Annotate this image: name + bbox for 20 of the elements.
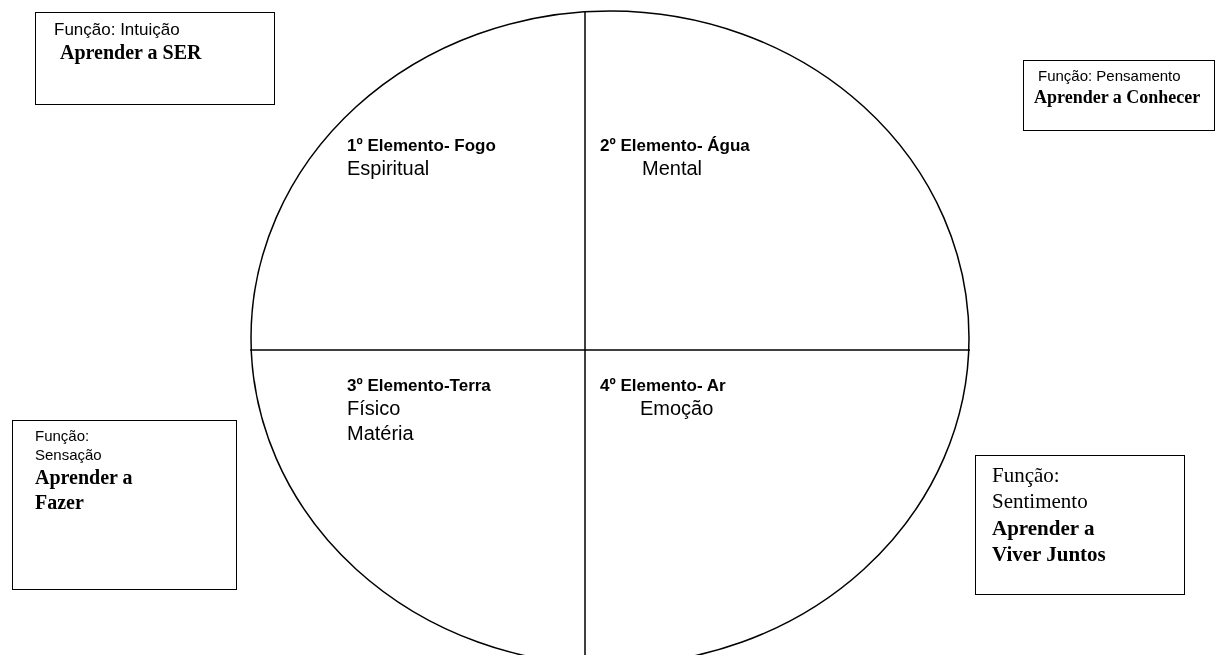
text-card (975, 455, 1185, 595)
text-card (1023, 60, 1215, 131)
learning-heading: Aprender a Conhecer (1034, 85, 1201, 109)
element-description: Espiritual (347, 156, 430, 182)
element-heading: 3º Elemento-Terra (347, 375, 491, 397)
learning-heading: Aprender a SER (59, 40, 202, 66)
element-heading: 1º Elemento- Fogo (347, 135, 496, 157)
function-label: Função: Sentimento (991, 462, 1089, 515)
learning-heading: Aprender a Fazer (34, 464, 134, 515)
text-card (12, 420, 237, 590)
function-label: Função: Pensamento (1037, 67, 1181, 86)
text-card (35, 12, 275, 105)
function-label: Função: Sensação (34, 427, 103, 465)
function-label: Função: Intuição (53, 19, 180, 41)
element-description: Mental (641, 156, 703, 182)
element-heading: 2º Elemento- Água (600, 135, 750, 157)
learning-heading: Aprender a Viver Juntos (991, 514, 1107, 567)
element-heading: 4º Elemento- Ar (600, 375, 726, 397)
element-description: Emoção (639, 396, 714, 422)
element-description: Físico Matéria (347, 396, 415, 447)
